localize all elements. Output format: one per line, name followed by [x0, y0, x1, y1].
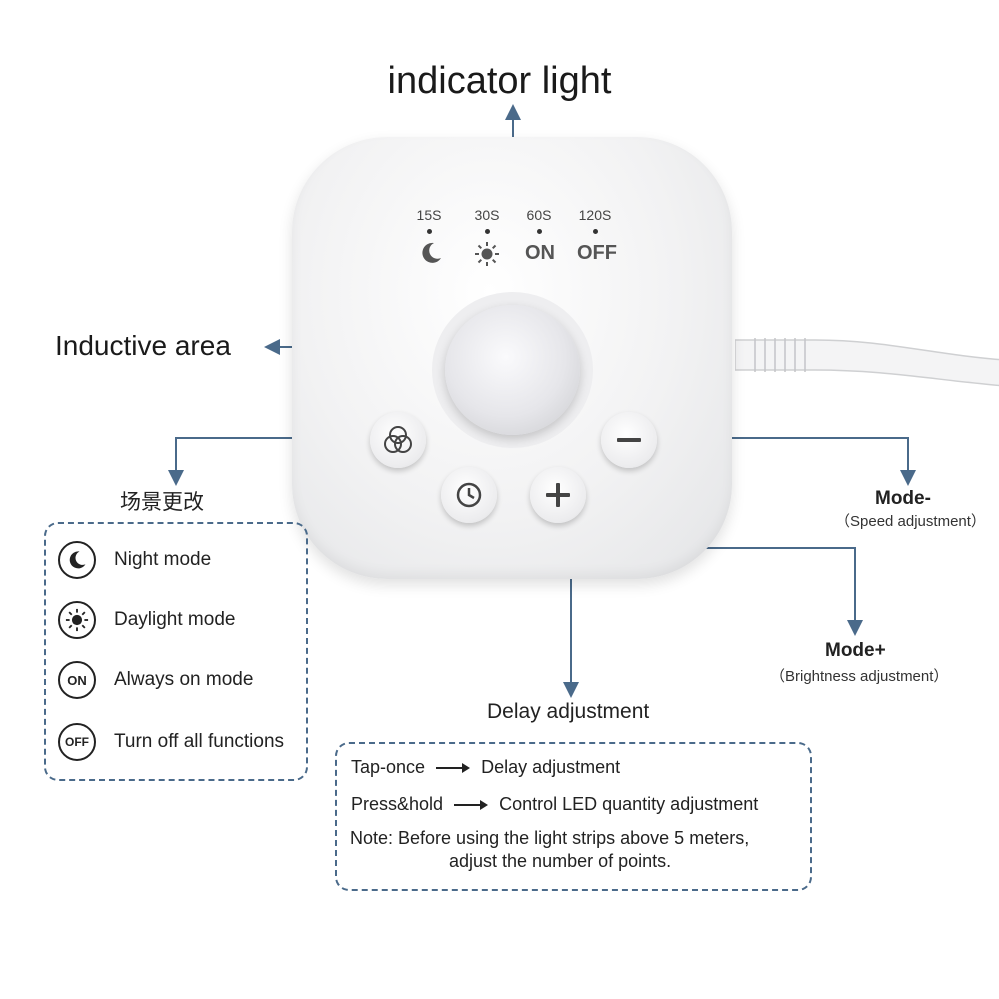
indicator-dot-120s	[593, 229, 598, 234]
legend-item-label: Night mode	[114, 549, 212, 570]
indicator-dot-30s	[485, 229, 490, 234]
delay-note-box	[335, 742, 812, 891]
mode-plus-label: Mode+	[825, 640, 886, 661]
mode-plus-sublabel: （Brightness adjustment）	[770, 668, 949, 685]
sun-icon	[58, 601, 96, 639]
legend-item: Night mode	[58, 537, 211, 583]
note-line-1: Note: Before using the light strips abov…	[350, 828, 750, 848]
plus-icon	[546, 483, 570, 507]
minus-icon	[617, 438, 641, 442]
timer-30s-label: 30S	[474, 207, 500, 223]
tap-once-label: Tap-once	[351, 757, 426, 777]
pir-sensor-lens	[445, 305, 580, 435]
indicator-light-label: indicator light	[387, 60, 612, 102]
legend-item: ON Always on mode	[58, 657, 253, 703]
press-hold-line: Press&hold Control LED quantity adjustme…	[351, 794, 758, 815]
power-cable	[735, 338, 999, 387]
note-line-2: adjust the number of points.	[449, 851, 672, 871]
delay-adjustment-label: Delay adjustment	[487, 700, 650, 723]
moon-icon	[58, 541, 96, 579]
legend-item: OFF Turn off all functions	[58, 719, 284, 765]
moon-icon	[422, 242, 441, 263]
clock-icon	[456, 482, 482, 508]
press-hold-result: Control LED quantity adjustment	[499, 794, 759, 814]
scene-change-label: 场景更改	[120, 491, 204, 514]
mode-minus-label: Mode-	[875, 488, 931, 509]
timer-15s-label: 15S	[416, 207, 442, 223]
scene-button[interactable]	[370, 412, 426, 468]
legend-item-label: Daylight mode	[114, 609, 236, 630]
timer-60s-label: 60S	[526, 207, 552, 223]
mode-plus-button[interactable]	[530, 467, 586, 523]
legend-item-label: Always on mode	[114, 669, 254, 690]
tap-once-result: Delay adjustment	[481, 757, 621, 777]
delay-button[interactable]	[441, 467, 497, 523]
off-indicator-text: OFF	[577, 242, 617, 264]
legend-item: Daylight mode	[58, 597, 235, 643]
right-arrow-icon	[436, 763, 471, 774]
mode-minus-arrow	[656, 437, 916, 486]
indicator-dot-15s	[427, 229, 432, 234]
press-hold-label: Press&hold	[351, 794, 444, 814]
right-arrow-icon	[454, 800, 489, 811]
tap-once-line: Tap-once Delay adjustment	[351, 757, 620, 778]
indicator-dot-60s	[537, 229, 542, 234]
mode-minus-button[interactable]	[601, 412, 657, 468]
inductive-area-label: Inductive area	[55, 330, 231, 361]
three-circles-icon	[384, 426, 412, 453]
on-indicator-text: ON	[525, 242, 555, 264]
on-icon: ON	[58, 661, 96, 699]
legend-item-label: Turn off all functions	[114, 731, 285, 752]
mode-minus-sublabel: （Speed adjustment）	[835, 513, 986, 530]
off-icon: OFF	[58, 723, 96, 761]
timer-120s-label: 120S	[578, 207, 612, 223]
sun-icon	[475, 242, 499, 266]
mode-legend-box	[44, 522, 308, 781]
